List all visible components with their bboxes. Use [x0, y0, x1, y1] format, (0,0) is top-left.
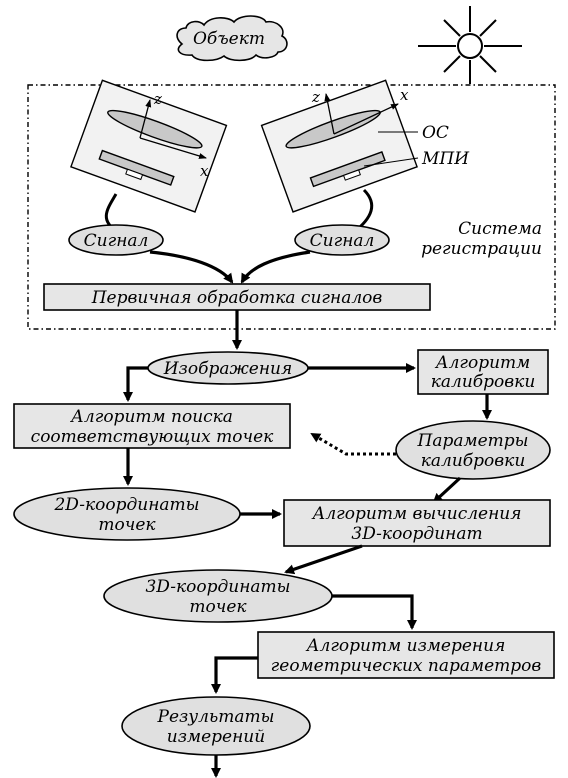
calibration-params-node — [395, 420, 551, 480]
system-label-line2: регистрации — [421, 239, 542, 259]
measurement-algorithm-line2: геометрических параметров — [271, 656, 542, 676]
calibration-params-line1: Параметры — [417, 431, 529, 451]
calc-3d-line2: 3D-координат — [351, 524, 482, 544]
signal-left-label: Сигнал — [84, 231, 149, 251]
results-line1: Результаты — [157, 707, 275, 727]
search-algorithm-box — [13, 403, 291, 449]
x-axis-label-right: x — [400, 86, 409, 104]
search-algorithm-line1: Алгоритм поиска — [70, 407, 233, 427]
object-label: Объект — [193, 29, 265, 49]
x-axis-label-left: x — [200, 162, 209, 180]
primary-processing-label: Первичная обработка сигналов — [91, 288, 383, 308]
z-axis-label-right: z — [311, 88, 320, 106]
registration-system-frame — [27, 84, 556, 330]
mpi-label: МПИ — [421, 149, 470, 169]
object-cloud: Объект — [176, 15, 288, 62]
calibration-algorithm-line2: калибровки — [431, 372, 536, 392]
oc-label: ОС — [422, 123, 449, 143]
images-label: Изображения — [163, 359, 293, 379]
system-label-line1: Система — [458, 219, 542, 239]
results-line2: измерений — [167, 727, 265, 747]
calibration-algorithm-line1: Алгоритм — [435, 353, 531, 373]
left-camera: z x — [70, 79, 228, 234]
measurement-algorithm-box — [257, 631, 555, 679]
signal-right-label: Сигнал — [310, 231, 375, 251]
calc-3d-box — [283, 499, 551, 547]
coords-2d-line2: точек — [98, 515, 156, 535]
search-algorithm-line2: соответствующих точек — [31, 427, 274, 447]
signal-left-node — [68, 224, 164, 256]
calc-3d-line1: Алгоритм вычисления — [311, 504, 521, 524]
z-axis-label-left: z — [153, 90, 162, 108]
calibration-params-line2: калибровки — [421, 451, 526, 471]
right-camera: z x ОС МПИ — [260, 79, 470, 234]
calibration-algorithm-box — [417, 349, 549, 395]
sun-icon — [418, 6, 522, 84]
params-to-search-dotted-arrow — [310, 432, 396, 456]
coords-2d-line1: 2D-координаты — [53, 495, 199, 515]
measurement-algorithm-line1: Алгоритм измерения — [306, 636, 506, 656]
signal-right-node — [294, 224, 390, 256]
lens-ellipse — [107, 109, 203, 149]
coords-3d-line1: 3D-координаты — [145, 577, 290, 597]
coords-3d-line2: точек — [189, 597, 247, 617]
